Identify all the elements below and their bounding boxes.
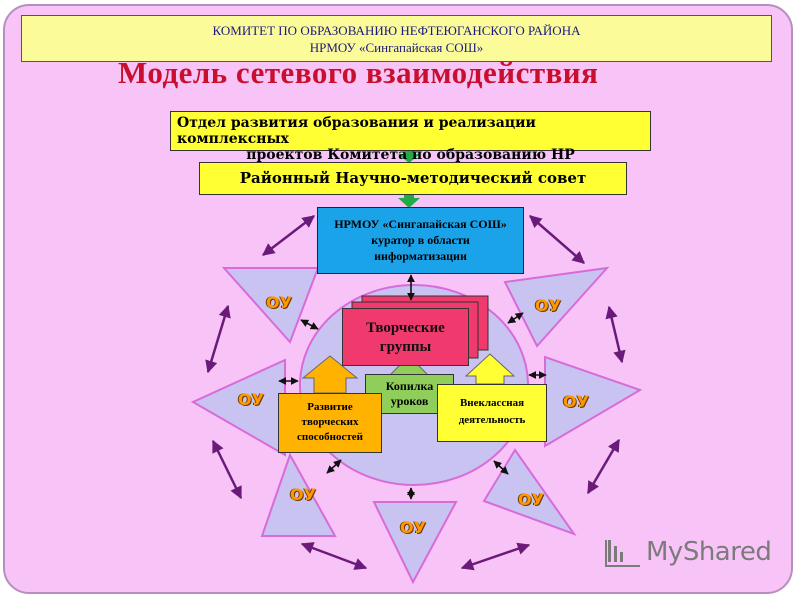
ou-label-4: ОУ — [563, 392, 589, 411]
creative-groups-box: Творческие группы — [342, 308, 469, 366]
development-line-3: способностей — [297, 431, 363, 443]
development-line-2: творческих — [301, 416, 359, 428]
watermark-text: MyShared — [646, 537, 772, 567]
ou-label-5: ОУ — [290, 485, 316, 504]
curator-line-2: куратор в области — [371, 233, 470, 247]
ou-label-2: ОУ — [535, 296, 561, 315]
ou-triangle-7 — [372, 501, 458, 585]
department-line-1: Отдел развития образования и реализации … — [177, 115, 536, 147]
ou-triangle-4 — [544, 355, 643, 448]
creative-line-2: группы — [379, 339, 432, 355]
curator-line-1: НРМОУ «Сингапайская СОШ» — [334, 217, 507, 231]
lesson-bank-line-2: уроков — [390, 394, 429, 408]
extracurricular-box: Внеклассная деятельность — [437, 384, 547, 442]
development-line-1: Развитие — [307, 401, 353, 413]
down-arrows — [398, 150, 420, 208]
curator-box: НРМОУ «Сингапайская СОШ» куратор в облас… — [317, 207, 524, 274]
department-line-2: проектов Комитета по образованию НР — [246, 147, 575, 163]
lesson-bank-line-1: Копилка — [385, 379, 434, 393]
extracurricular-line-1: Внеклассная — [459, 397, 525, 409]
ou-triangle-5 — [260, 452, 337, 537]
page-title: Модель сетевого взаимодействия — [118, 55, 599, 90]
development-box: Развитие творческих способностей — [278, 393, 382, 453]
header-banner: КОМИТЕТ ПО ОБРАЗОВАНИЮ НЕФТЕЮГАНСКОГО РА… — [21, 15, 772, 62]
curator-line-3: информатизации — [374, 249, 467, 263]
header-line-2: НРМОУ «Сингапайская СОШ» — [309, 40, 484, 55]
ou-label-3: ОУ — [238, 390, 264, 409]
watermark-icon — [605, 540, 640, 567]
creative-line-1: Творческие — [366, 320, 445, 336]
council-box: Районный Научно-методический совет — [199, 162, 627, 195]
header-line-1: КОМИТЕТ ПО ОБРАЗОВАНИЮ НЕФТЕЮГАНСКОГО РА… — [212, 23, 581, 38]
ou-label-7: ОУ — [400, 518, 426, 537]
department-box: Отдел развития образования и реализации … — [170, 111, 651, 163]
ou-label-1: ОУ — [266, 293, 292, 312]
ou-label-6: ОУ — [518, 490, 544, 509]
ou-triangle-1 — [221, 267, 320, 344]
extracurricular-line-2: деятельность — [458, 414, 526, 426]
